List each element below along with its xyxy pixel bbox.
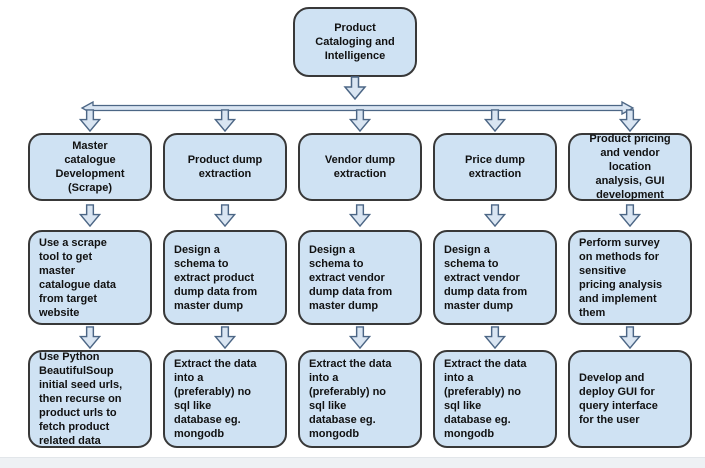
- node-product-dump-extraction: Product dump extraction: [163, 133, 287, 201]
- node-label: Develop and deploy GUI for query interfa…: [579, 372, 658, 426]
- node-pricing-survey-step: Perform survey on methods for sensitive …: [568, 230, 692, 325]
- node-extract-nosql-product: Extract the data into a (preferably) no …: [163, 350, 287, 448]
- node-schema-price-dump: Design a schema to extract vendor dump d…: [433, 230, 557, 325]
- node-python-beautifulsoup-step: Use Python BeautifulSoup initial seed ur…: [28, 350, 152, 448]
- down-arrow-icon: [348, 326, 372, 349]
- down-arrow-icon: [78, 326, 102, 349]
- node-label: Use a scrape tool to get master catalogu…: [39, 236, 117, 319]
- node-label: Design a schema to extract vendor dump d…: [309, 243, 393, 312]
- node-price-dump-extraction: Price dump extraction: [433, 133, 557, 201]
- node-schema-vendor-dump: Design a schema to extract vendor dump d…: [298, 230, 422, 325]
- node-product-pricing-gui: Product pricing and vendor location anal…: [568, 133, 692, 201]
- node-label: Perform survey on methods for sensitive …: [579, 236, 663, 319]
- down-arrow-icon: [348, 204, 372, 227]
- down-arrow-icon: [618, 326, 642, 349]
- node-label: Design a schema to extract vendor dump d…: [444, 243, 528, 312]
- node-master-catalogue-development: Master catalogue Development (Scrape): [28, 133, 152, 201]
- down-arrow-icon: [78, 109, 102, 132]
- down-arrow-icon: [213, 109, 237, 132]
- node-label: Master catalogue Development (Scrape): [55, 140, 125, 194]
- node-label: Design a schema to extract product dump …: [174, 243, 258, 312]
- node-label: Extract the data into a (preferably) no …: [174, 358, 257, 440]
- node-root-label: Product Cataloging and Intelligence: [315, 22, 395, 62]
- node-label: Product pricing and vendor location anal…: [589, 133, 671, 201]
- node-extract-nosql-price: Extract the data into a (preferably) no …: [433, 350, 557, 448]
- node-label: Price dump extraction: [465, 154, 525, 180]
- down-arrow-icon: [343, 76, 367, 100]
- down-arrow-icon: [483, 109, 507, 132]
- node-develop-gui-step: Develop and deploy GUI for query interfa…: [568, 350, 692, 448]
- down-arrow-icon: [483, 326, 507, 349]
- node-scrape-tool-step: Use a scrape tool to get master catalogu…: [28, 230, 152, 325]
- node-label: Use Python BeautifulSoup initial seed ur…: [39, 351, 123, 447]
- node-label: Extract the data into a (preferably) no …: [444, 358, 527, 440]
- down-arrow-icon: [78, 204, 102, 227]
- node-vendor-dump-extraction: Vendor dump extraction: [298, 133, 422, 201]
- down-arrow-icon: [348, 109, 372, 132]
- node-label: Product dump extraction: [187, 154, 263, 180]
- node-extract-nosql-vendor: Extract the data into a (preferably) no …: [298, 350, 422, 448]
- down-arrow-icon: [483, 204, 507, 227]
- down-arrow-icon: [213, 204, 237, 227]
- down-arrow-icon: [618, 204, 642, 227]
- node-label: Extract the data into a (preferably) no …: [309, 358, 392, 440]
- node-label: Vendor dump extraction: [324, 154, 396, 180]
- down-arrow-icon: [213, 326, 237, 349]
- down-arrow-icon: [618, 109, 642, 132]
- node-schema-product-dump: Design a schema to extract product dump …: [163, 230, 287, 325]
- page-bottom-strip: [0, 457, 705, 468]
- node-root: Product Cataloging and Intelligence: [293, 7, 417, 77]
